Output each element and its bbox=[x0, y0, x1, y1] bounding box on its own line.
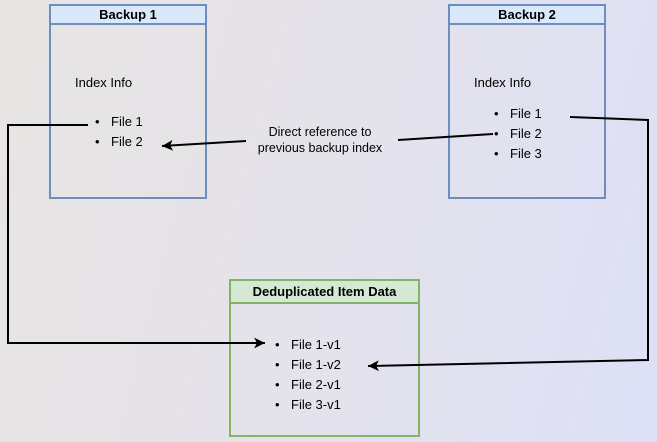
file-label: File 2 bbox=[510, 126, 542, 141]
dedup-body: • File 1-v1 • File 1-v2 • File 2-v1 • File 3-v1 bbox=[229, 302, 420, 437]
file-list-item: • File 1-v1 bbox=[275, 335, 341, 355]
bullet-icon: • bbox=[275, 357, 280, 372]
annotation-line2: previous backup index bbox=[257, 140, 383, 155]
file-label: File 1 bbox=[510, 106, 542, 121]
file-list-item: • File 2 bbox=[494, 124, 542, 144]
bullet-icon: • bbox=[275, 337, 280, 352]
backup2-title: Backup 2 bbox=[448, 4, 606, 25]
backup2-subtitle: Index Info bbox=[474, 75, 532, 90]
bullet-icon: • bbox=[494, 106, 499, 121]
dedup-box: Deduplicated Item Data • File 1-v1 • File 1… bbox=[229, 279, 420, 437]
file-label: File 1-v1 bbox=[291, 337, 341, 352]
backup1-body: Index Info • File 1 • File 2 bbox=[49, 23, 207, 199]
backup1-box: Backup 1 Index Info • File 1 • File 2 bbox=[49, 4, 207, 199]
file-list-item: • File 1 bbox=[494, 104, 542, 124]
file-label: File 2-v1 bbox=[291, 377, 341, 392]
bullet-icon: • bbox=[494, 146, 499, 161]
file-list-item: • File 1-v2 bbox=[275, 355, 341, 375]
backup2-body: Index Info • File 1 • File 2 • File 3 bbox=[448, 23, 606, 199]
reference-annotation: Direct reference to previous backup inde… bbox=[230, 125, 410, 156]
backup2-file-list: • File 1 • File 2 • File 3 bbox=[494, 104, 542, 164]
backup1-title: Backup 1 bbox=[49, 4, 207, 25]
file-label: File 1-v2 bbox=[291, 357, 341, 372]
file-list-item: • File 1 bbox=[95, 112, 143, 132]
backup2-box: Backup 2 Index Info • File 1 • File 2 • File … bbox=[448, 4, 606, 199]
dedup-title: Deduplicated Item Data bbox=[229, 279, 420, 304]
file-list-item: • File 3-v1 bbox=[275, 395, 341, 415]
file-label: File 3 bbox=[510, 146, 542, 161]
backup1-file-list: • File 1 • File 2 bbox=[95, 112, 143, 152]
bullet-icon: • bbox=[275, 377, 280, 392]
bullet-icon: • bbox=[95, 134, 100, 149]
dedup-file-list: • File 1-v1 • File 1-v2 • File 2-v1 • File 3-v1 bbox=[275, 335, 341, 415]
backup1-subtitle: Index Info bbox=[75, 75, 133, 90]
file-list-item: • File 2 bbox=[95, 132, 143, 152]
file-label: File 1 bbox=[111, 114, 143, 129]
file-label: File 2 bbox=[111, 134, 143, 149]
bullet-icon: • bbox=[275, 397, 280, 412]
bullet-icon: • bbox=[95, 114, 100, 129]
annotation-line1: Direct reference to bbox=[268, 125, 372, 139]
bullet-icon: • bbox=[494, 126, 499, 141]
file-list-item: • File 3 bbox=[494, 144, 542, 164]
file-label: File 3-v1 bbox=[291, 397, 341, 412]
file-list-item: • File 2-v1 bbox=[275, 375, 341, 395]
